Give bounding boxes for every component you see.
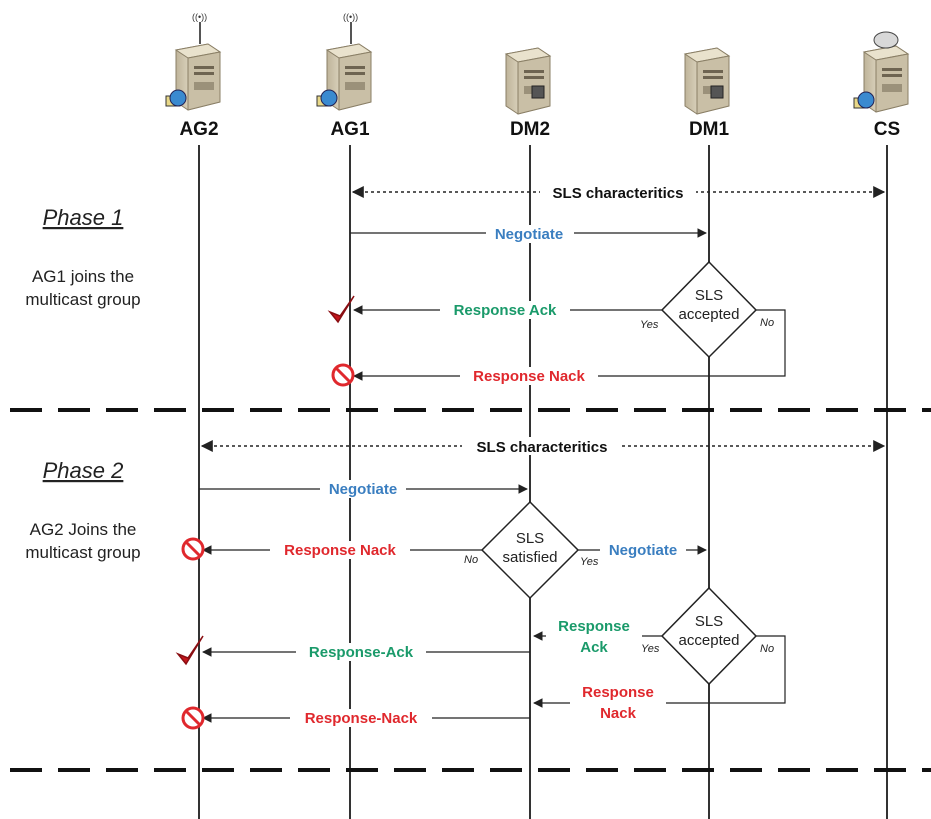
- node-label-cs: CS: [874, 119, 900, 140]
- accepted-text-line2: accepted: [679, 632, 740, 649]
- dm-response-ack-line1: Response: [558, 618, 630, 635]
- decision-no-label: No: [760, 317, 774, 329]
- sls-accepted-decision-phase2: [660, 586, 758, 686]
- sls-characteristics-label-phase2: SLS characteritics: [477, 439, 608, 456]
- prohibited-icon: [181, 537, 205, 561]
- node-label-ag2: AG2: [179, 119, 218, 140]
- node-label-dm2: DM2: [510, 119, 550, 140]
- red-checkmark-icon: [327, 295, 355, 324]
- decision-yes-label: Yes: [640, 319, 659, 331]
- response-nack-label-phase2: Response Nack: [284, 542, 396, 559]
- sls-characteristics-label-phase1: SLS characteritics: [553, 185, 684, 202]
- dm-response-nack-line2: Nack: [600, 705, 637, 722]
- accepted-text-line1: SLS: [695, 613, 723, 630]
- decision-text-line1: SLS: [695, 287, 723, 304]
- satisfied-no-label: No: [464, 554, 478, 566]
- access-gateway-server-icon: ((•)): [165, 12, 221, 111]
- domain-manager-server-icon: [505, 47, 551, 115]
- access-gateway-server-icon: ((•)): [316, 12, 372, 111]
- dm-response-ack-line2: Ack: [580, 639, 608, 656]
- accepted-yes-label: Yes: [641, 643, 660, 655]
- negotiate-label-phase1: Negotiate: [495, 226, 563, 243]
- response-ack-label-phase1: Response Ack: [454, 302, 557, 319]
- prohibited-icon: [331, 363, 355, 387]
- node-label-ag1: AG1: [330, 119, 370, 140]
- svg-text:((•)): ((•)): [192, 12, 207, 22]
- phase1-desc-line2: multicast group: [25, 290, 140, 309]
- domain-manager-server-icon: [684, 47, 730, 115]
- phase2-title: Phase 2: [43, 458, 124, 483]
- sls-accepted-decision-phase1: [660, 260, 758, 359]
- content-server-icon: [853, 31, 909, 113]
- red-checkmark-icon: [175, 635, 204, 666]
- lifelines: [198, 145, 888, 819]
- dm-response-nack-line1: Response: [582, 684, 654, 701]
- negotiate-label-phase2-dm2: Negotiate: [329, 481, 397, 498]
- prohibited-icon: [181, 706, 205, 730]
- sls-satisfied-decision: [480, 500, 580, 600]
- response-ack-label-phase2: Response-Ack: [309, 644, 414, 661]
- phase2-desc-line1: AG2 Joins the: [30, 520, 137, 539]
- satisfied-text-line1: SLS: [516, 530, 544, 547]
- satisfied-yes-label: Yes: [580, 556, 599, 568]
- phase1-desc-line1: AG1 joins the: [32, 267, 134, 286]
- phase2-desc-line2: multicast group: [25, 543, 140, 562]
- negotiate-label-phase2-dm1: Negotiate: [609, 542, 677, 559]
- satisfied-text-line2: satisfied: [502, 549, 557, 566]
- decision-text-line2: accepted: [679, 306, 740, 323]
- response-nack-label-phase1: Response Nack: [473, 368, 585, 385]
- phase1-title: Phase 1: [43, 205, 124, 230]
- response-nack-label-final: Response-Nack: [305, 710, 418, 727]
- accepted-no-label: No: [760, 643, 774, 655]
- svg-text:((•)): ((•)): [343, 12, 358, 22]
- node-label-dm1: DM1: [689, 119, 730, 140]
